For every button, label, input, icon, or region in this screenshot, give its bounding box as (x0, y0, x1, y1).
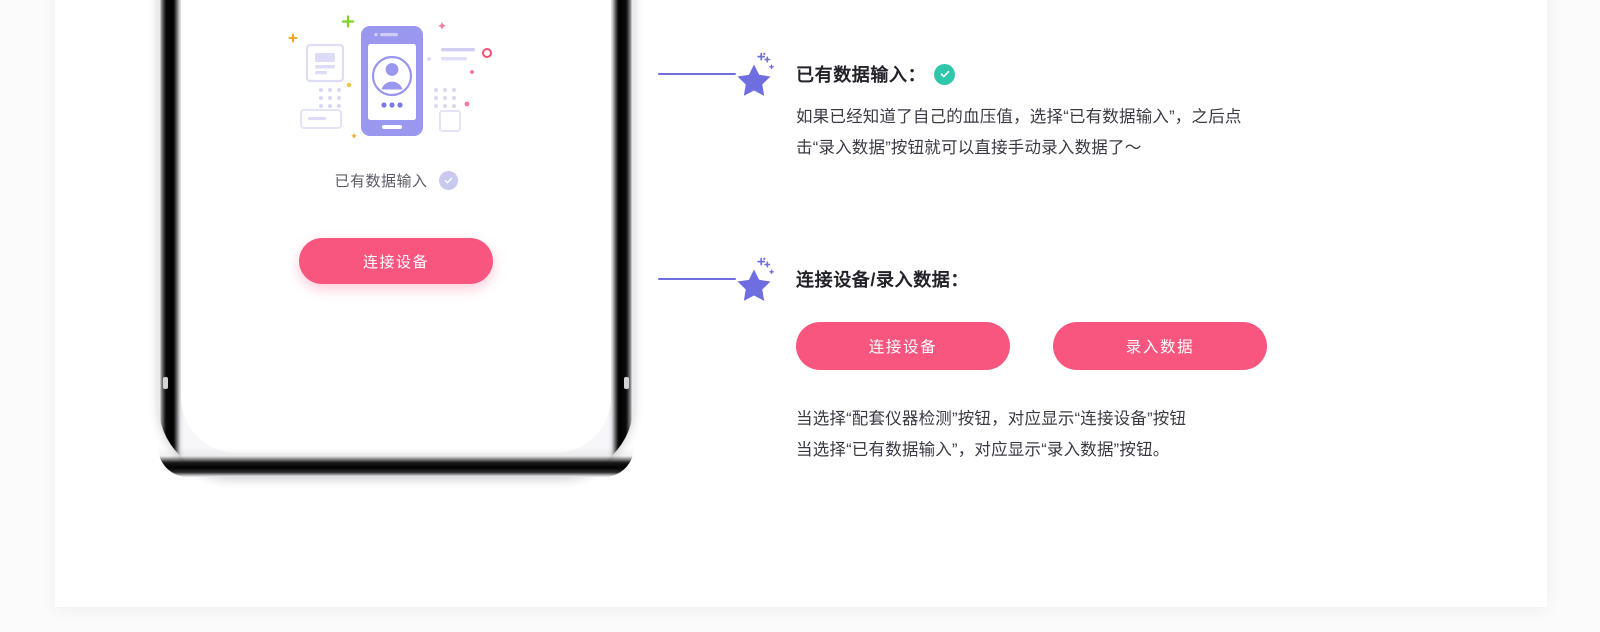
connect-device-button[interactable]: 连接设备 (796, 322, 1010, 370)
phone-bottom-bezel (158, 447, 634, 477)
annotation-1-heading-row: 已有数据输入： (796, 61, 956, 87)
annotation-2-heading: 连接设备/录入数据： (796, 266, 969, 292)
annotation-2-body-line-2: 当选择“已有数据输入”，对应显示“录入数据”按钮。 (796, 441, 1170, 459)
annotation-2-button-row: 连接设备 录入数据 (796, 322, 1267, 370)
star-icon (730, 257, 778, 303)
annotation-1-heading-text: 已有数据输入： (796, 65, 927, 85)
annotation-1-heading: 已有数据输入： (796, 61, 956, 87)
check-circle-icon (934, 63, 956, 85)
annotation-2-heading-text: 连接设备/录入数据： (796, 270, 969, 290)
phone-screen: 已有数据输入 连接设备 (181, 0, 611, 453)
phone-side-marker-right (624, 377, 629, 389)
annotation-1-body-line-2: 击“录入数据”按钮就可以直接手动录入数据了～ (796, 139, 1142, 157)
phone-option-label: 已有数据输入 (334, 173, 428, 190)
annotation-2-body: 当选择“配套仪器检测”按钮，对应显示“连接设备”按钮 当选择“已有数据输入”，对… (796, 404, 1186, 466)
leader-line-2 (658, 278, 736, 280)
phone-device-frame: 已有数据输入 连接设备 (158, 0, 634, 477)
annotation-1-body: 如果已经知道了自己的血压值，选择“已有数据输入”，之后点 击“录入数据”按钮就可… (796, 102, 1242, 164)
check-circle-icon (438, 171, 458, 190)
phone-option-row[interactable]: 已有数据输入 (181, 170, 611, 191)
connect-device-button-mockup[interactable]: 连接设备 (299, 238, 493, 284)
annotation-2-body-line-1: 当选择“配套仪器检测”按钮，对应显示“连接设备”按钮 (796, 410, 1187, 428)
illustration-phone-avatar (281, 12, 511, 162)
leader-line-1 (658, 73, 736, 75)
phone-side-marker-left (163, 377, 168, 389)
annotation-2-heading-row: 连接设备/录入数据： (796, 266, 969, 292)
star-icon (730, 52, 778, 98)
annotation-1-body-line-1: 如果已经知道了自己的血压值，选择“已有数据输入”，之后点 (796, 108, 1242, 126)
enter-data-button[interactable]: 录入数据 (1053, 322, 1267, 370)
